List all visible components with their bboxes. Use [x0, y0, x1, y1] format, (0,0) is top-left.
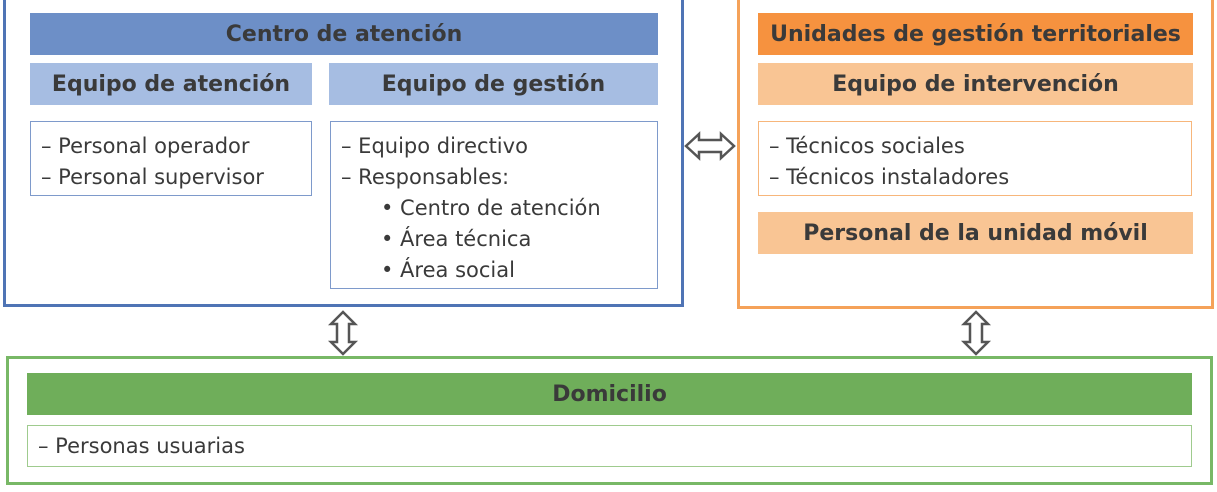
sub-list-item: • Centro de atención — [381, 196, 601, 220]
double-arrow-vertical-icon — [960, 310, 992, 356]
unidades-gestion-title: Unidades de gestión territoriales — [758, 13, 1193, 55]
double-arrow-horizontal-icon — [684, 131, 736, 161]
sub-list-item: • Área social — [381, 258, 515, 282]
list-item: – Equipo directivo — [341, 134, 528, 158]
list-item: – Personal supervisor — [41, 165, 264, 189]
personal-unidad-movil-title: Personal de la unidad móvil — [758, 212, 1193, 254]
list-item: – Responsables: — [341, 165, 510, 189]
equipo-intervencion-title: Equipo de intervención — [758, 63, 1193, 105]
equipo-atencion-title: Equipo de atención — [30, 63, 312, 105]
centro-atencion-frame — [3, 0, 684, 307]
equipo-gestion-box: – Equipo directivo – Responsables: • Cen… — [330, 121, 658, 289]
list-item: – Personas usuarias — [38, 434, 245, 458]
list-item: – Técnicos instaladores — [769, 165, 1010, 189]
unidades-gestion-frame — [737, 0, 1214, 309]
double-arrow-vertical-icon — [327, 310, 359, 356]
centro-atencion-title: Centro de atención — [30, 13, 658, 55]
equipo-intervencion-box: – Técnicos sociales – Técnicos instalado… — [758, 121, 1192, 196]
equipo-atencion-box: – Personal operador – Personal superviso… — [30, 121, 312, 196]
sub-list-item: • Área técnica — [381, 227, 532, 251]
domicilio-title: Domicilio — [27, 373, 1192, 415]
list-item: – Personal operador — [41, 134, 250, 158]
domicilio-box: – Personas usuarias — [27, 425, 1192, 467]
domicilio-frame — [6, 356, 1213, 485]
list-item: – Técnicos sociales — [769, 134, 965, 158]
equipo-gestion-title: Equipo de gestión — [329, 63, 658, 105]
